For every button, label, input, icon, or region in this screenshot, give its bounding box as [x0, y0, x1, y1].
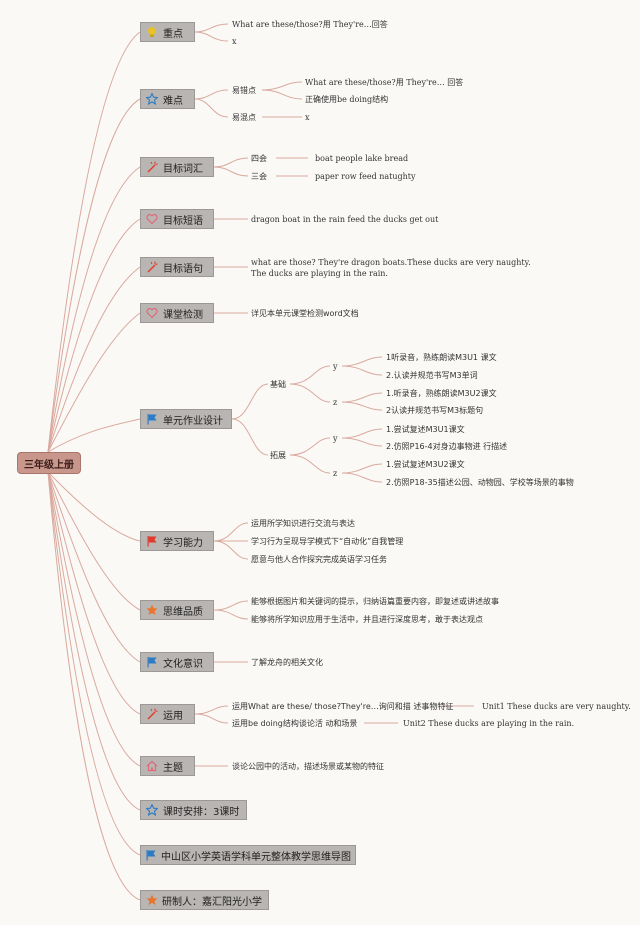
vocab-value: paper row feed natughty [315, 172, 416, 181]
wand-icon [145, 707, 159, 721]
leaf-text: What are these/those?用 They're…回答 [232, 20, 388, 29]
leaf-text: 正确使用be doing结构 [305, 95, 389, 104]
leaf-text: 运用所学知识进行交流与表达 [251, 519, 355, 528]
branch-mubiaocihui[interactable]: 目标词汇 [140, 157, 214, 177]
branch-keshianpai[interactable]: 课时安排：3课时 [140, 800, 247, 820]
leaf-text: What are these/those?用 They're… 回答 [305, 78, 464, 87]
branch-ketangjiance[interactable]: 课堂检测 [140, 303, 214, 323]
leaf-text: 运用be doing结构谈论活 动和场景 [232, 719, 358, 728]
leaf-text: 1听录音，熟练朗读M3U1 课文 [386, 353, 497, 362]
branch-label: 目标语句 [163, 263, 203, 275]
leaf-text: 了解龙舟的相关文化 [251, 658, 323, 667]
branch-yunyong[interactable]: 运用 [140, 704, 195, 724]
sub-label-z: z [333, 398, 338, 407]
branch-label: 课时安排：3课时 [163, 806, 240, 818]
root-node[interactable]: 三年级上册 [17, 452, 81, 474]
star-icon [145, 603, 159, 617]
branch-zhuti[interactable]: 主题 [140, 756, 195, 776]
leaf-text: 能够根据图片和关键词的提示，归纳语篇重要内容，即复述或讲述故事 [251, 597, 499, 606]
leaf-text: 能够将所学知识应用于生活中，并且进行深度思考，敢于表达观点 [251, 615, 483, 624]
sub-label-z: z [333, 469, 338, 478]
wand-icon [145, 260, 159, 274]
leaf-text: Unit1 These ducks are very naughty. [482, 702, 631, 711]
leaf-text: 1.听录音，熟练朗读M3U2课文 [386, 389, 497, 398]
leaf-text: 详见本单元课堂检测word文档 [251, 309, 359, 318]
sub-label-yicuodian: 易错点 [232, 86, 256, 95]
branch-siweipinzhi[interactable]: 思维品质 [140, 600, 214, 620]
star-icon [145, 803, 159, 817]
flag-icon [145, 534, 159, 548]
flag-icon [145, 848, 157, 862]
leaf-text: 1.尝试复述M3U1课文 [386, 425, 465, 434]
star-icon [145, 893, 158, 907]
branch-nandian[interactable]: 难点 [140, 89, 195, 109]
bulb-icon [145, 25, 159, 39]
branch-danyuanzuoye[interactable]: 单元作业设计 [140, 409, 232, 429]
sub-label-jichu: 基础 [270, 380, 286, 389]
branch-label: 运用 [163, 710, 183, 722]
leaf-text: x [232, 37, 237, 46]
flag-icon [145, 412, 159, 426]
branch-label: 课堂检测 [163, 309, 203, 321]
branch-xuexinengli[interactable]: 学习能力 [140, 531, 214, 551]
branch-label: 目标词汇 [163, 163, 203, 175]
branch-label: 文化意识 [163, 658, 203, 670]
leaf-text: Unit2 These ducks are playing in the rai… [403, 719, 575, 728]
branch-wenhuayishi[interactable]: 文化意识 [140, 652, 214, 672]
heart-icon [145, 212, 159, 226]
leaf-text: dragon boat in the rain feed the ducks g… [251, 215, 439, 224]
sub-label-y: y [333, 434, 338, 443]
wand-icon [145, 160, 159, 174]
branch-zhongdian[interactable]: 重点 [140, 22, 195, 42]
leaf-text: 运用What are these/ those?They're…询问和描 述事物… [232, 702, 454, 711]
sub-label-yihundian: 易混点 [232, 113, 256, 122]
leaf-text: 1.尝试复述M3U2课文 [386, 460, 465, 469]
leaf-text: 2.认读并规范书写M3单词 [386, 371, 478, 380]
sub-label-y: y [333, 362, 338, 371]
leaf-text: 2.仿照P18-35描述公园、动物园、学校等场景的事物 [386, 478, 574, 487]
leaf-text: what are those? They're dragon boats.The… [251, 258, 531, 278]
star-icon [145, 92, 159, 106]
vocab-key: 四会 [251, 154, 267, 163]
branch-label: 单元作业设计 [163, 415, 223, 427]
branch-label: 思维品质 [163, 606, 203, 618]
branch-label: 主题 [163, 762, 183, 774]
branch-label: 重点 [163, 28, 183, 40]
branch-label: 中山区小学英语学科单元整体教学思维导图 [161, 851, 351, 863]
leaf-text: 学习行为呈现导学模式下“自动化”自我管理 [251, 537, 404, 546]
sub-label-tuozhan: 拓展 [270, 451, 286, 460]
branch-mubiaoduanyu[interactable]: 目标短语 [140, 209, 214, 229]
branch-yanzhiren[interactable]: 研制人：嘉汇阳光小学 [140, 890, 269, 910]
branch-label: 目标短语 [163, 215, 203, 227]
vocab-key: 三会 [251, 172, 267, 181]
flag-icon [145, 655, 159, 669]
vocab-value: boat people lake bread [315, 154, 409, 163]
leaf-text: x [305, 113, 310, 122]
heart-icon [145, 306, 159, 320]
leaf-text: 2认读并规范书写M3标题句 [386, 406, 484, 415]
branch-mubiaoyuju[interactable]: 目标语句 [140, 257, 214, 277]
branch-label: 难点 [163, 95, 183, 107]
branch-label: 研制人：嘉汇阳光小学 [162, 896, 262, 908]
leaf-text: 愿意与他人合作探究完成英语学习任务 [251, 555, 387, 564]
leaf-text: 谈论公园中的活动，描述场景或某物的特征 [232, 762, 384, 771]
home-icon [145, 759, 159, 773]
branch-title-mindmap[interactable]: 中山区小学英语学科单元整体教学思维导图 [140, 845, 356, 865]
branch-label: 学习能力 [163, 537, 203, 549]
leaf-text: 2.仿照P16-4对身边事物进 行描述 [386, 442, 508, 451]
